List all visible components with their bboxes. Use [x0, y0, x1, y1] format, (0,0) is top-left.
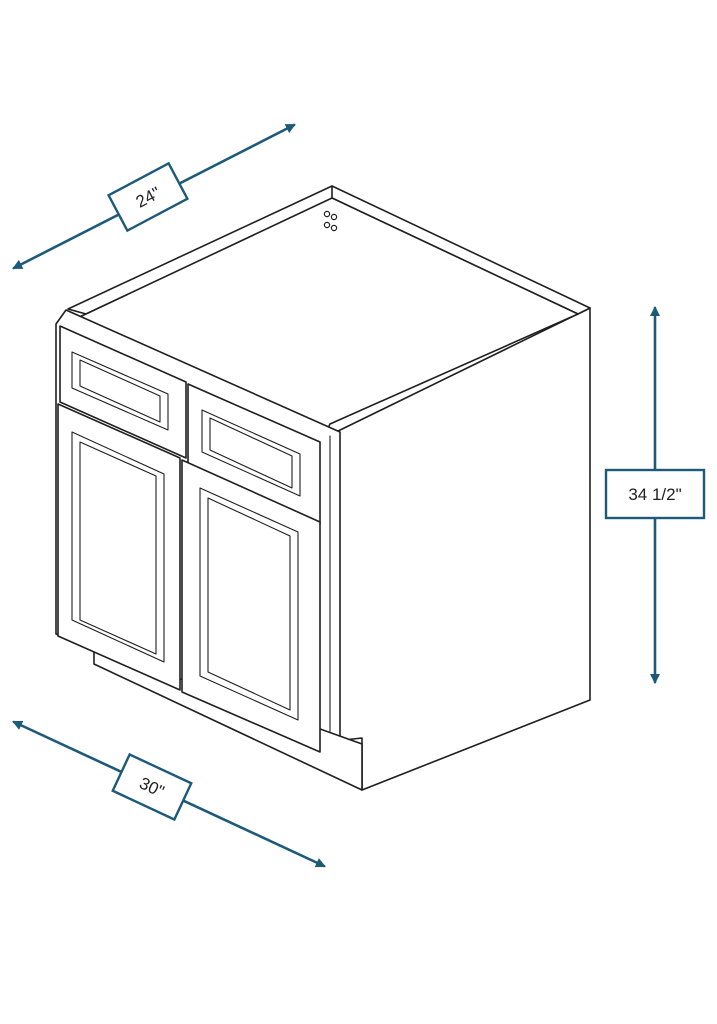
- width-dimension: 30": [12, 720, 326, 868]
- right-drawer-front: [187, 383, 321, 525]
- left-drawer-front: [59, 325, 187, 459]
- mounting-hole: [323, 221, 331, 229]
- right-door: [181, 459, 321, 753]
- depth-dimension: 24": [12, 123, 296, 270]
- depth-label-box: [106, 161, 190, 233]
- mounting-hole: [330, 213, 338, 221]
- mounting-hole: [323, 210, 331, 218]
- height-dimension: 34 1/2": [604, 306, 706, 684]
- mounting-hole: [330, 224, 338, 232]
- height-label: 34 1/2": [628, 485, 681, 504]
- left-door: [57, 403, 181, 691]
- width-label-box: [111, 752, 193, 822]
- base-cabinet-drawing: [55, 185, 591, 791]
- height-label-box: [604, 468, 706, 520]
